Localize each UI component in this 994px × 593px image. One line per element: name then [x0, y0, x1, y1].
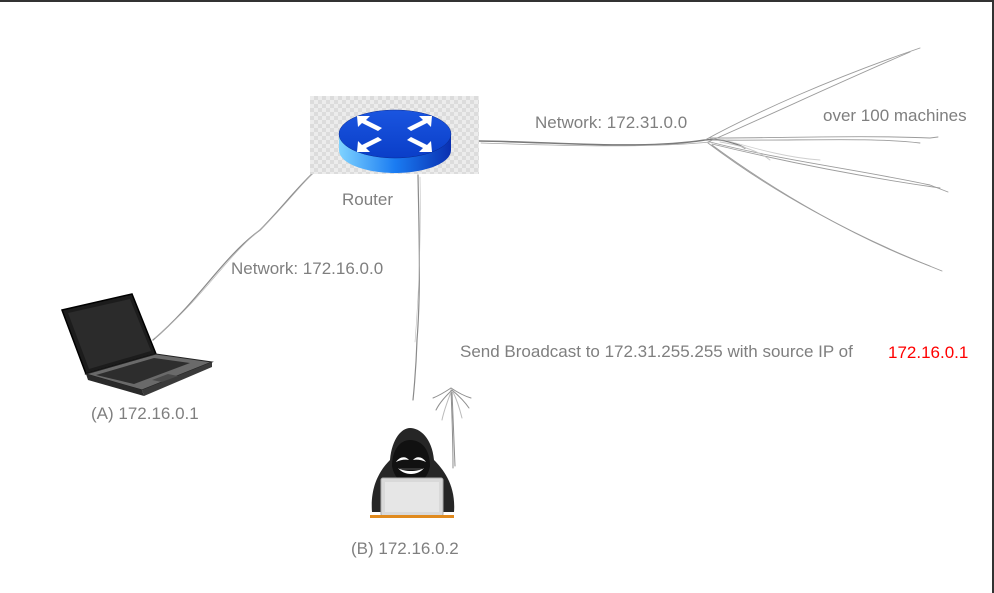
router-label: Router	[342, 190, 394, 209]
frame-border-top	[0, 0, 994, 2]
router-icon	[338, 109, 452, 173]
host-a-label: (A) 172.16.0.1	[91, 404, 199, 423]
spoofed-ip-label: 172.16.0.1	[888, 343, 969, 362]
host-b-label: (B) 172.16.0.2	[351, 539, 459, 558]
machines-label: over 100 machines	[823, 106, 967, 125]
link-router-network-b	[478, 138, 746, 149]
machines-fan-lines	[704, 47, 949, 272]
router-node	[310, 96, 479, 174]
link-router-hacker	[412, 174, 420, 401]
network-b-label: Network: 172.31.0.0	[535, 113, 688, 132]
frame-border-right	[992, 0, 994, 593]
network-a-label: Network: 172.16.0.0	[231, 259, 384, 278]
hacker-icon	[370, 428, 455, 518]
laptop-icon	[60, 293, 214, 396]
broadcast-arrow	[432, 387, 472, 469]
broadcast-label: Send Broadcast to 172.31.255.255 with so…	[460, 342, 853, 361]
